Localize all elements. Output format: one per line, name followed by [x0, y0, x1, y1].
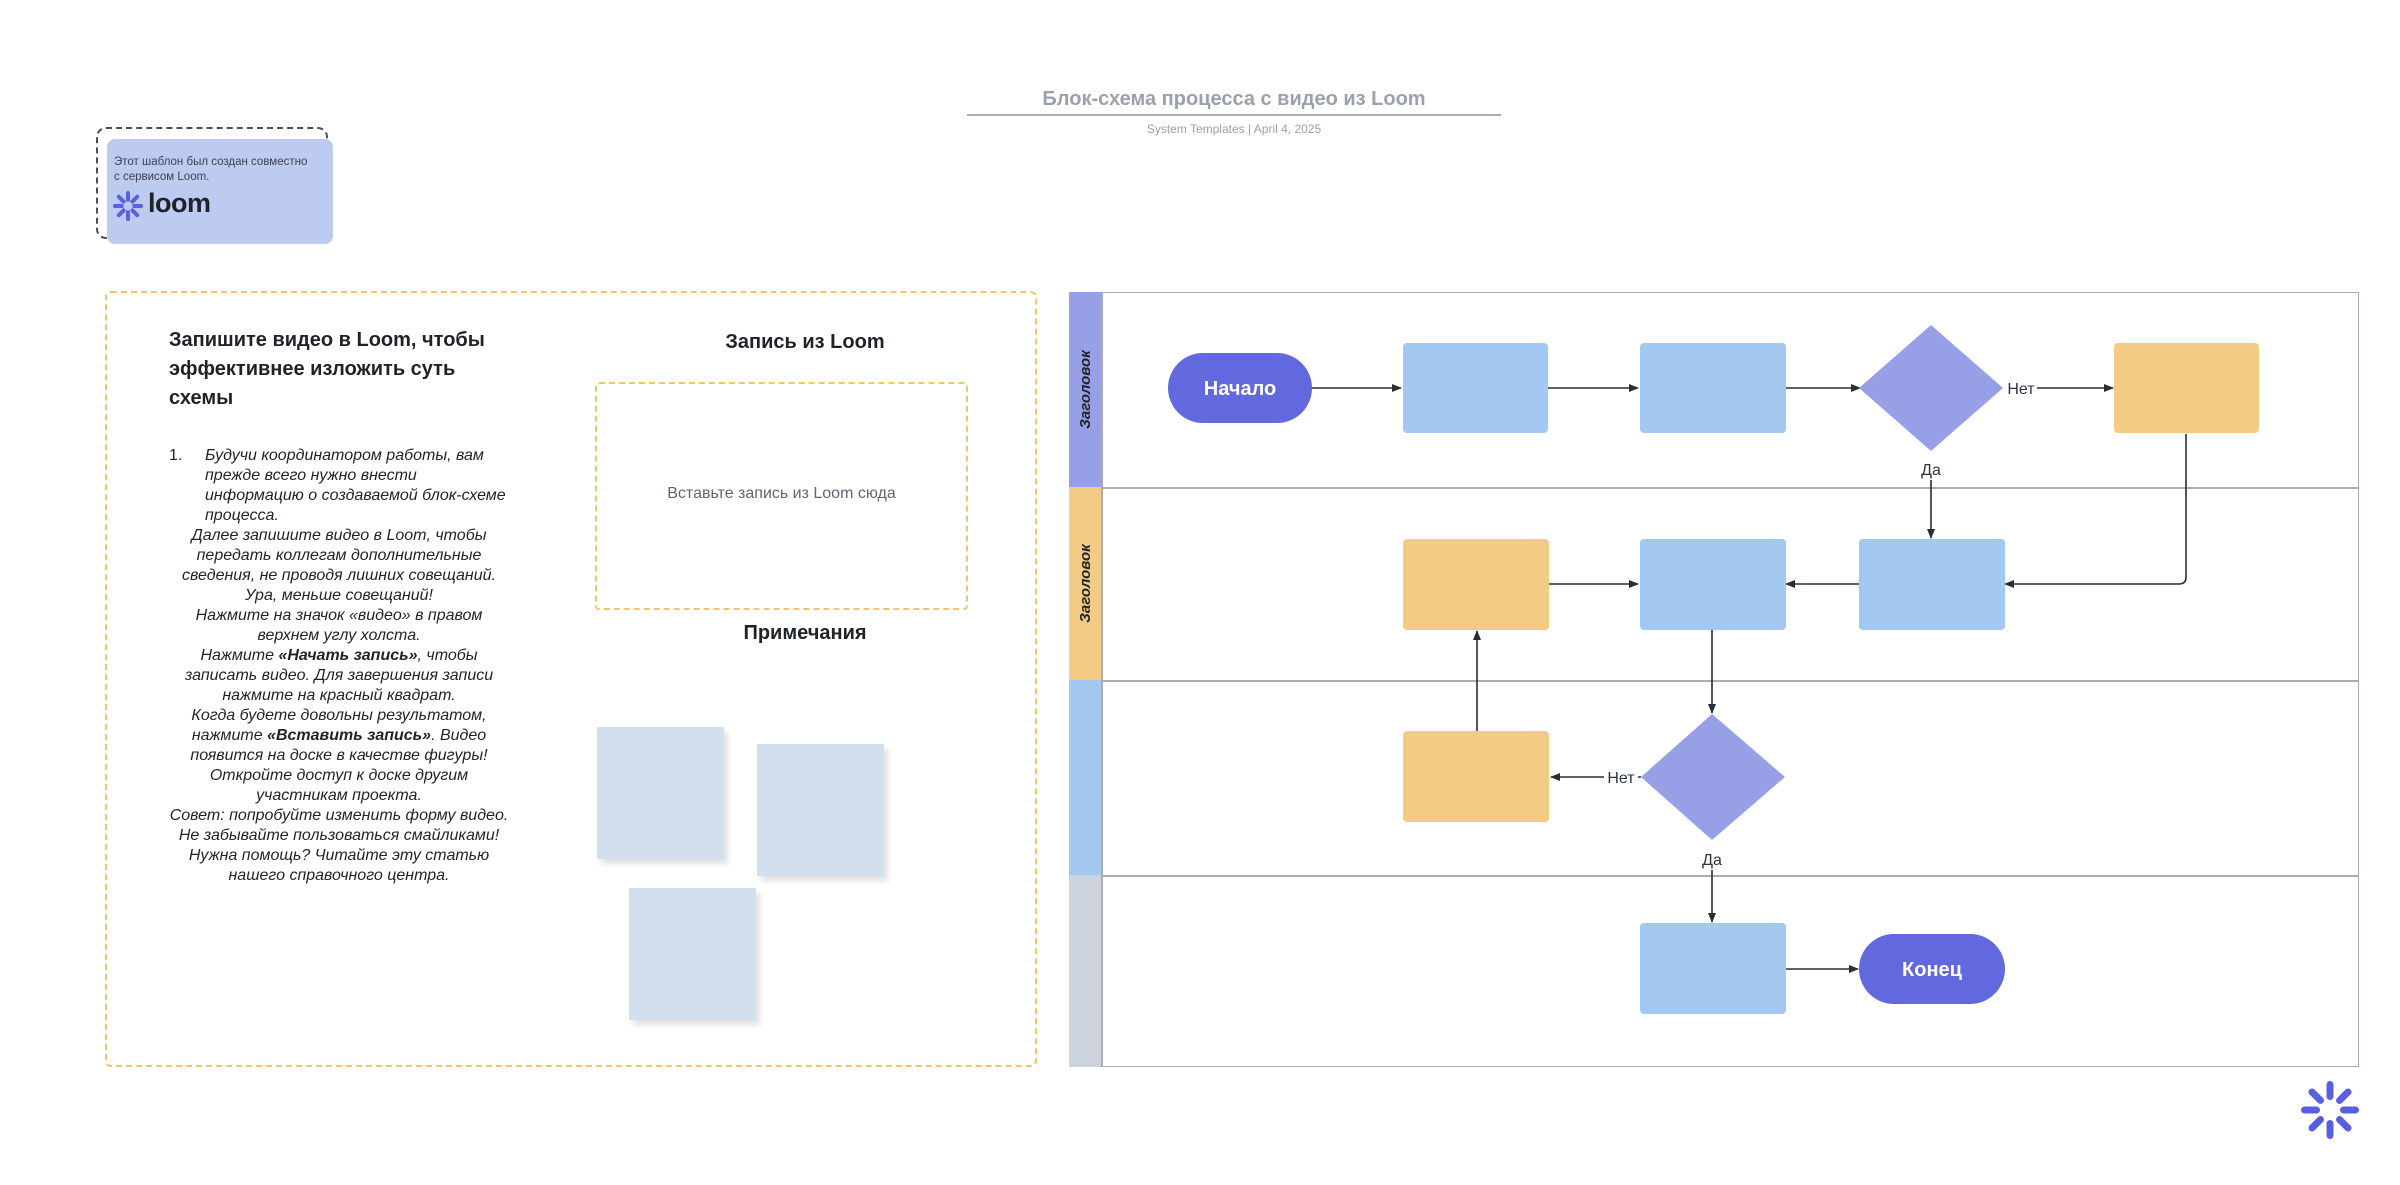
start-terminal[interactable]: [1168, 353, 1312, 423]
embed-placeholder-text: Вставьте запись из Loom сюда: [667, 485, 896, 502]
notes-heading[interactable]: Примечания: [743, 622, 867, 644]
instructions-body[interactable]: 1. Будучи координатором работы, вам преж…: [169, 446, 509, 886]
branch-label-bg: [2005, 377, 2037, 399]
swimlane-divider: [1101, 487, 2359, 489]
start-label: Начало: [1204, 378, 1276, 400]
branch-label-no: Нет: [2007, 381, 2035, 398]
swimlane-header-4[interactable]: [1069, 875, 1101, 1067]
process-box[interactable]: [1403, 343, 1548, 433]
branch-label-yes: Да: [1921, 462, 1941, 479]
decision-diamond[interactable]: [1641, 714, 1785, 840]
instruction-p3: Нажмите на значок «видео» в правом верхн…: [195, 607, 483, 644]
swimlane-header-1[interactable]: [1069, 292, 1101, 487]
instructions-heading[interactable]: Запишите видео в Loom, чтобы эффективнее…: [169, 329, 485, 409]
process-box-yellow[interactable]: [1403, 731, 1549, 822]
loom-logo-wordmark: loom: [148, 188, 211, 218]
instruction-p4: Нажмите «Начать запись», чтобы записать …: [184, 647, 494, 704]
process-box[interactable]: [1859, 539, 2005, 630]
branch-label-no: Нет: [1607, 770, 1635, 787]
instruction-p2: Далее запишите видео в Loom, чтобы перед…: [182, 527, 496, 604]
title-underline: [967, 114, 1501, 116]
end-label: Конец: [1902, 959, 1963, 981]
instruction-item-1: Будучи координатором работы, вам прежде …: [205, 447, 506, 524]
process-box[interactable]: [1640, 539, 1786, 630]
document-title[interactable]: Блок-схема процесса с видео из Loom: [1042, 88, 1426, 110]
end-terminal[interactable]: [1859, 934, 2005, 1004]
sticky-note[interactable]: [757, 744, 884, 876]
loom-note-text: Этот шаблон был создан совместно с серви…: [114, 156, 308, 183]
sticky-note[interactable]: [597, 727, 724, 859]
swimlane-divider: [1101, 875, 2359, 877]
instruction-p6: Откройте доступ к доске другим участника…: [209, 767, 469, 804]
process-box[interactable]: [1640, 923, 1786, 1014]
instruction-p7: Совет: попробуйте изменить форму видео. …: [169, 807, 509, 844]
loom-star-icon[interactable]: [2300, 1080, 2360, 1140]
loom-note-card[interactable]: [107, 139, 333, 244]
process-box-yellow[interactable]: [1403, 539, 1549, 630]
instruction-p8: Нужна помощь? Читайте эту статью нашего …: [188, 847, 490, 884]
connector-arrow[interactable]: [2004, 434, 2187, 588]
swimlane-header-3[interactable]: [1069, 680, 1101, 875]
swimlane-tab-border: [1101, 292, 1103, 1067]
instructions-container[interactable]: [105, 291, 1037, 1067]
document-meta: System Templates | April 4, 2025: [1146, 122, 1322, 136]
branch-label-bg: [1697, 848, 1727, 870]
process-box[interactable]: [1640, 343, 1786, 433]
branch-label-bg: [1604, 766, 1638, 788]
loom-asterisk-icon: [113, 191, 143, 221]
flowchart-connectors: [1312, 384, 2187, 973]
decision-diamond[interactable]: [1859, 325, 2003, 451]
list-number: 1.: [169, 447, 183, 464]
swimlane-divider: [1101, 680, 2359, 682]
swimlane-header-2[interactable]: [1069, 487, 1101, 680]
instruction-p5: Когда будете довольны результатом, нажми…: [190, 707, 488, 764]
branch-label-bg: [1916, 458, 1946, 480]
sticky-note[interactable]: [629, 888, 756, 1020]
branch-label-yes: Да: [1702, 852, 1722, 869]
recording-heading[interactable]: Запись из Loom: [725, 331, 885, 353]
loom-embed-dropzone[interactable]: [595, 382, 968, 610]
process-box-yellow[interactable]: [2114, 343, 2259, 433]
